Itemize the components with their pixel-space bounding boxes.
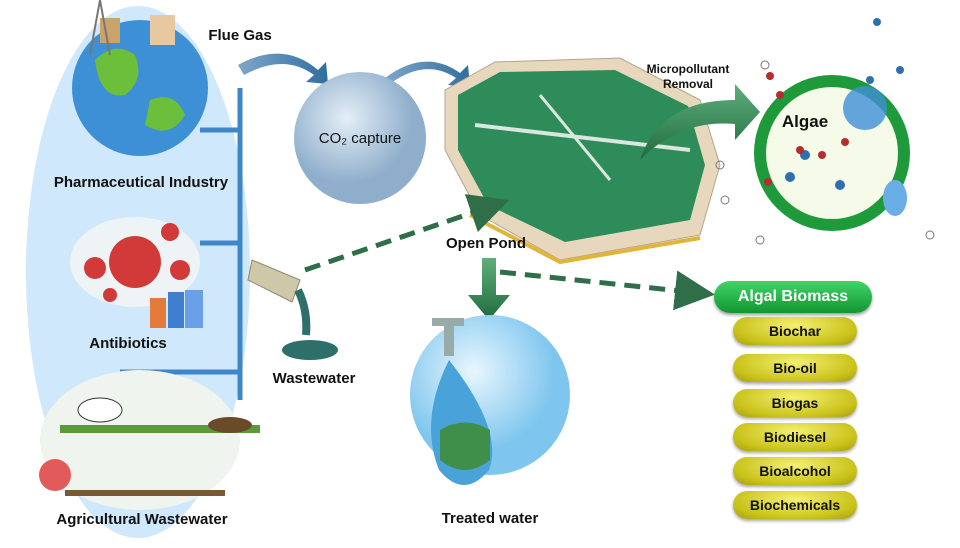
antibiotics-label: Antibiotics	[89, 335, 167, 352]
pond-to-treated-arrow	[468, 258, 510, 320]
flue-gas-label: Flue Gas	[208, 27, 272, 44]
wastewater-to-pond-arrow	[304, 194, 510, 273]
pharma-globe-illustration	[72, 0, 208, 156]
open-pond-label: Open Pond	[446, 235, 526, 252]
algae-label: Algae	[781, 112, 829, 131]
virus-illustration	[70, 217, 203, 328]
product-biochemicals: Biochemicals	[733, 491, 857, 519]
open-pond-illustration	[444, 57, 721, 265]
treated-water-label: Treated water	[441, 510, 539, 527]
wastewater-pipe-illustration	[247, 259, 338, 360]
co2-to-pond-arrow	[385, 61, 470, 87]
pharma-label: Pharmaceutical Industry	[53, 174, 229, 191]
product-biogas: Biogas	[733, 389, 857, 417]
algae-cell-illustration	[715, 18, 935, 245]
pond-to-biomass-arrow	[499, 269, 715, 311]
micropollutant-label: Micropollutant Removal	[646, 62, 730, 91]
co2-capture-label: CO₂ capture	[318, 130, 402, 147]
agri-label: Agricultural Wastewater	[56, 511, 228, 528]
flue-gas-arrow	[238, 53, 328, 84]
algal-biomass-badge: Algal Biomass	[714, 281, 872, 313]
wastewater-label: Wastewater	[272, 370, 356, 387]
product-bioalcohol: Bioalcohol	[733, 457, 857, 485]
farm-illustration	[39, 370, 260, 510]
co2-capture-circle	[294, 72, 426, 204]
pond-to-algae-arrow	[640, 84, 760, 160]
product-biodiesel: Biodiesel	[733, 423, 857, 451]
product-biochar: Biochar	[733, 317, 857, 345]
product-bio-oil: Bio-oil	[733, 354, 857, 382]
treated-water-illustration	[410, 315, 570, 485]
